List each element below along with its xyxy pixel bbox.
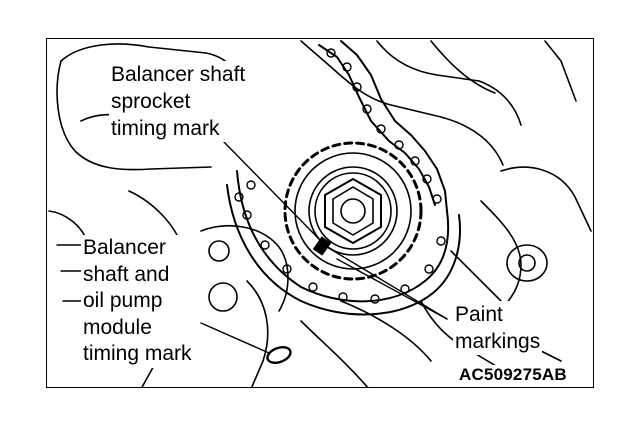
label-line: Paint xyxy=(455,303,503,326)
label-line: timing mark xyxy=(111,117,220,140)
label-line: Balancer xyxy=(83,236,166,259)
diagram-frame: Balancer shaft sprocket timing mark Bala… xyxy=(46,38,594,388)
label-line: timing mark xyxy=(83,342,192,365)
label-line: markings xyxy=(455,330,541,353)
label-line: Balancer shaft xyxy=(111,63,246,86)
label-line: oil pump xyxy=(83,289,163,312)
module-timing-mark-label: Balancer shaft and oil pump module timin… xyxy=(81,235,194,368)
label-line: shaft and xyxy=(83,262,170,286)
figure-code: AC509275AB xyxy=(457,365,569,385)
label-line: module xyxy=(83,315,152,339)
label-line: sprocket xyxy=(111,90,191,113)
sprocket-timing-mark-label: Balancer shaft sprocket timing mark xyxy=(109,61,248,142)
paint-markings-label: Paint markings xyxy=(453,301,543,355)
